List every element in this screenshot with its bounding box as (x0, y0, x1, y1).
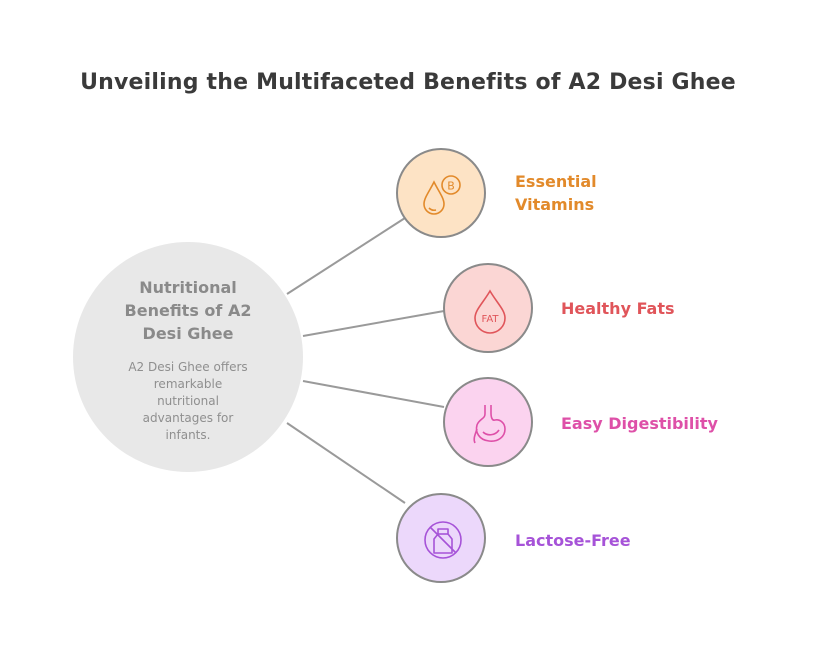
hub-desc-line: advantages for (142, 411, 234, 425)
no-milk-icon (424, 521, 462, 559)
hub-desc-line: nutritional (157, 394, 219, 408)
label-essential-vitamins: Essential Vitamins (515, 170, 597, 216)
page-title: Unveiling the Multifaceted Benefits of A… (80, 70, 736, 95)
hub-title-line: Nutritional (139, 278, 237, 297)
label-line: Vitamins (515, 195, 595, 214)
hub-title: Nutritional Benefits of A2 Desi Ghee (73, 276, 303, 345)
hub-title-line: Desi Ghee (142, 324, 234, 343)
connector-vitamins (286, 217, 406, 295)
stomach-icon (473, 405, 506, 444)
connector-digestibility (302, 380, 445, 408)
label-easy-digestibility: Easy Digestibility (561, 412, 718, 435)
connector-lactose (286, 422, 406, 504)
node-healthy-fats: FAT (443, 263, 533, 353)
label-healthy-fats: Healthy Fats (561, 297, 675, 320)
node-easy-digestibility (443, 377, 533, 467)
label-lactose-free: Lactose-Free (515, 529, 631, 552)
hub-desc-line: remarkable (153, 377, 223, 391)
hub-desc-line: infants. (165, 428, 211, 442)
label-line: Lactose-Free (515, 531, 631, 550)
connector-fats (302, 310, 445, 337)
hub-desc-line: A2 Desi Ghee offers (128, 360, 248, 374)
central-hub: Nutritional Benefits of A2 Desi Ghee A2 … (73, 242, 303, 472)
vitamin-b-drop-icon: B (423, 175, 461, 215)
fat-drop-icon: FAT (474, 289, 506, 334)
hub-description: A2 Desi Ghee offers remarkable nutrition… (103, 359, 273, 444)
label-line: Easy Digestibility (561, 414, 718, 433)
node-lactose-free (396, 493, 486, 583)
label-line: Essential (515, 172, 597, 191)
node-essential-vitamins: B (396, 148, 486, 238)
hub-title-line: Benefits of A2 (124, 301, 252, 320)
label-line: Healthy Fats (561, 299, 675, 318)
svg-text:FAT: FAT (481, 314, 499, 325)
svg-text:B: B (447, 180, 455, 193)
